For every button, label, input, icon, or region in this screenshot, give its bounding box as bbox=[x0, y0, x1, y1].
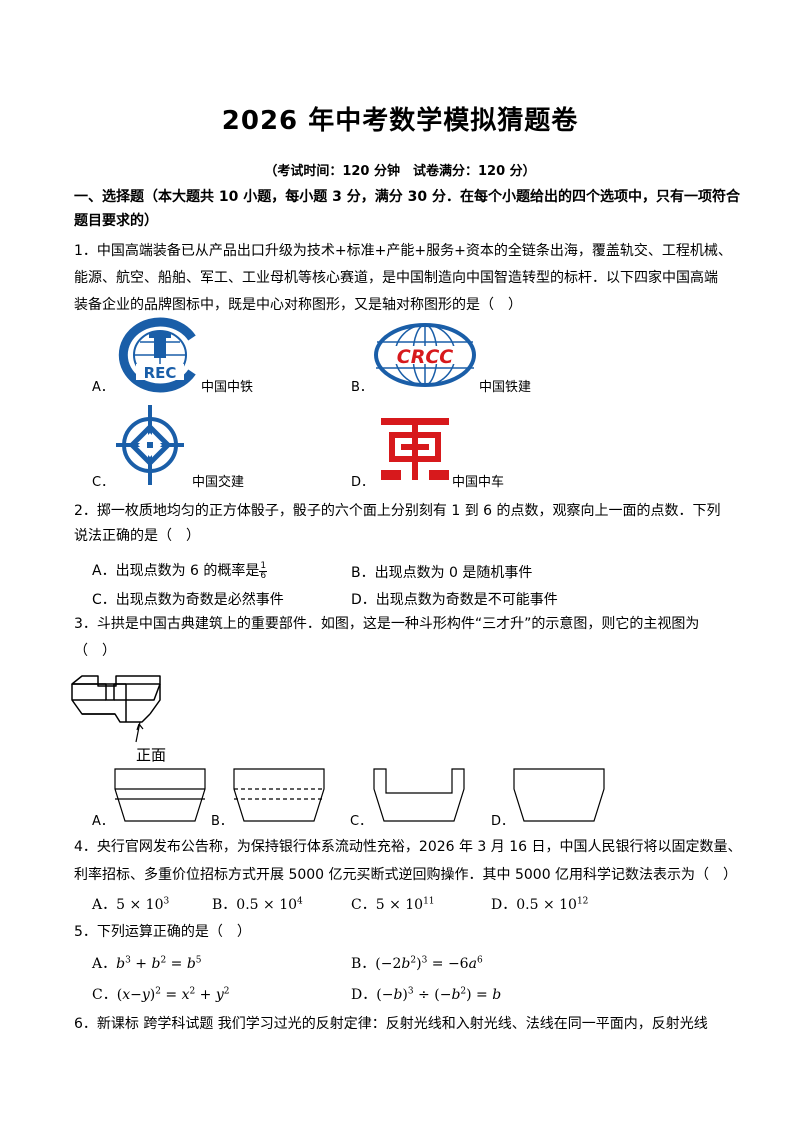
q3-option-a-label[interactable]: A． bbox=[92, 814, 114, 829]
q5-text-line1: 5．下列运算正确的是（ ） bbox=[74, 924, 251, 940]
q3-option-b-label[interactable]: B． bbox=[211, 814, 233, 829]
q2-text-line2: 说法正确的是（ ） bbox=[74, 528, 200, 544]
q1-option-a-caption: 中国中铁 bbox=[201, 380, 254, 395]
q1-text-line2: 能源、航空、船舶、军工、工业母机等核心赛道，是中国制造向中国智造转型的标杆．以下… bbox=[74, 270, 718, 286]
section-heading-line1: 一、选择题（本大题共 10 小题，每小题 3 分，满分 30 分．在每个小题给出… bbox=[74, 189, 740, 205]
q1-option-c-label[interactable]: C． bbox=[92, 475, 115, 490]
q3-option-a-figure[interactable] bbox=[114, 768, 206, 822]
front-view-label: 正面 bbox=[136, 746, 167, 764]
q1-option-a-label[interactable]: A． bbox=[92, 380, 114, 395]
q1-option-d-label[interactable]: D． bbox=[351, 475, 375, 490]
q3-option-c-label[interactable]: C． bbox=[350, 814, 373, 829]
q3-option-d-figure[interactable] bbox=[513, 768, 605, 822]
crcc-logo-text: CRCC bbox=[397, 346, 454, 368]
dougong-3d-figure bbox=[71, 675, 161, 743]
page-title: 2026 年中考数学模拟猜题卷 bbox=[221, 106, 579, 136]
q1-option-c-caption: 中国交建 bbox=[192, 475, 245, 490]
q5-option-d[interactable]: D．(−b)3 ÷ (−b2) = b bbox=[351, 986, 502, 1003]
q2-option-d[interactable]: D．出现点数为奇数是不可能事件 bbox=[351, 592, 558, 608]
q3-option-d-label[interactable]: D． bbox=[491, 814, 515, 829]
q3-text-line1: 3．斗拱是中国古典建筑上的重要部件．如图，这是一种斗形构件“三才升”的示意图，则… bbox=[74, 616, 700, 632]
cccc-logo-icon bbox=[116, 405, 184, 485]
q4-text-line1: 4．央行官网发布公告称，为保持银行体系流动性充裕，2026 年 3 月 16 日… bbox=[74, 839, 742, 855]
q1-text-line3: 装备企业的品牌图标中，既是中心对称图形，又是轴对称图形的是（ ） bbox=[74, 297, 522, 313]
q3-text-line2: （ ） bbox=[74, 643, 116, 659]
section-heading-line2: 题目要求的） bbox=[74, 213, 158, 229]
q1-text-line1: 1．中国高端装备已从产品出口升级为技术+标准+产能+服务+资本的全链条出海，覆盖… bbox=[74, 243, 732, 259]
q4-text-line2: 利率招标、多重价位招标方式开展 5000 亿元买断式逆回购操作．其中 5000 … bbox=[74, 867, 738, 883]
q6-text-line1: 6．新课标 跨学科试题 我们学习过光的反射定律：反射光线和入射光线、法线在同一平… bbox=[74, 1016, 708, 1032]
q4-option-b[interactable]: B．0.5 × 104 bbox=[212, 896, 303, 913]
crec-logo-icon: REC bbox=[118, 317, 196, 393]
q2-text-line1: 2．掷一枚质地均匀的正方体骰子，骰子的六个面上分别刻有 1 到 6 的点数，观察… bbox=[74, 503, 721, 519]
exam-info: （考试时间：120 分钟 试卷满分：120 分） bbox=[264, 164, 536, 179]
q4-option-c[interactable]: C．5 × 1011 bbox=[351, 896, 435, 913]
q3-option-b-figure[interactable] bbox=[233, 768, 325, 822]
crec-logo-text: REC bbox=[144, 364, 177, 382]
q3-option-c-figure[interactable] bbox=[373, 768, 465, 822]
q5-option-a[interactable]: A．b3 + b2 = b5 bbox=[92, 955, 202, 972]
q1-option-b-caption: 中国铁建 bbox=[479, 380, 532, 395]
q4-option-a[interactable]: A．5 × 103 bbox=[92, 896, 170, 913]
q1-option-d-caption: 中国中车 bbox=[452, 475, 505, 490]
crcc-logo-icon: CRCC bbox=[374, 323, 476, 387]
q1-option-b-label[interactable]: B． bbox=[351, 380, 373, 395]
q5-option-b[interactable]: B．(−2b2)3 = −6a6 bbox=[351, 955, 483, 972]
crrc-logo-icon bbox=[381, 418, 449, 480]
q2-option-a-text: A．出现点数为 6 的概率是 bbox=[92, 563, 260, 579]
q2-option-c[interactable]: C．出现点数为奇数是必然事件 bbox=[92, 592, 284, 608]
q4-option-d[interactable]: D．0.5 × 1012 bbox=[491, 896, 589, 913]
q2-option-b[interactable]: B．出现点数为 0 是随机事件 bbox=[351, 565, 533, 581]
q5-option-c[interactable]: C．(x−y)2 = x2 + y2 bbox=[92, 986, 230, 1003]
